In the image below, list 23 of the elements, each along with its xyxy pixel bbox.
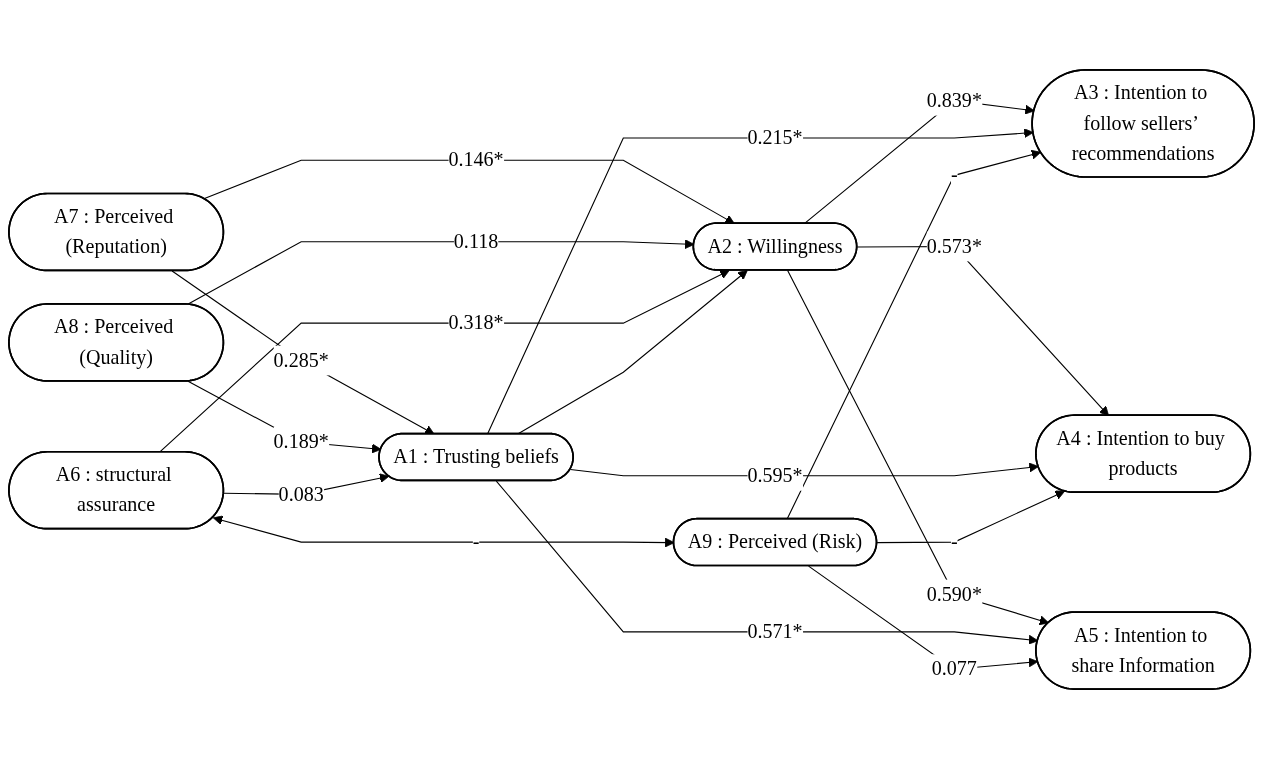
arrow: [786, 149, 1042, 520]
edge-label: 0.590*: [926, 582, 982, 605]
arrow: [808, 565, 1039, 670]
edge-label: 0.077: [931, 657, 977, 680]
arrow: [171, 269, 435, 435]
edge-label: 0.573*: [926, 234, 982, 257]
edge-label: 0.189*: [273, 429, 329, 453]
arrow: [486, 127, 1034, 435]
edge-label: 0.595*: [747, 463, 803, 486]
arrow: [787, 269, 1050, 625]
edge-label: 0.571*: [747, 619, 803, 642]
arrow: [203, 159, 735, 224]
edge-label: 0.146*: [448, 148, 504, 171]
edge-label: -: [950, 163, 958, 186]
arrow: [876, 490, 1065, 543]
edge-label: 0.318*: [448, 310, 504, 334]
edge-label: -: [950, 529, 958, 553]
edge-label: 0.285*: [273, 348, 329, 371]
edge-label: 0.215*: [747, 125, 803, 149]
edge-label: 0.083: [278, 482, 324, 505]
edge-label: -: [472, 529, 480, 553]
edge-label: 0.839*: [926, 88, 982, 111]
edge-label: 0.118: [453, 229, 499, 252]
